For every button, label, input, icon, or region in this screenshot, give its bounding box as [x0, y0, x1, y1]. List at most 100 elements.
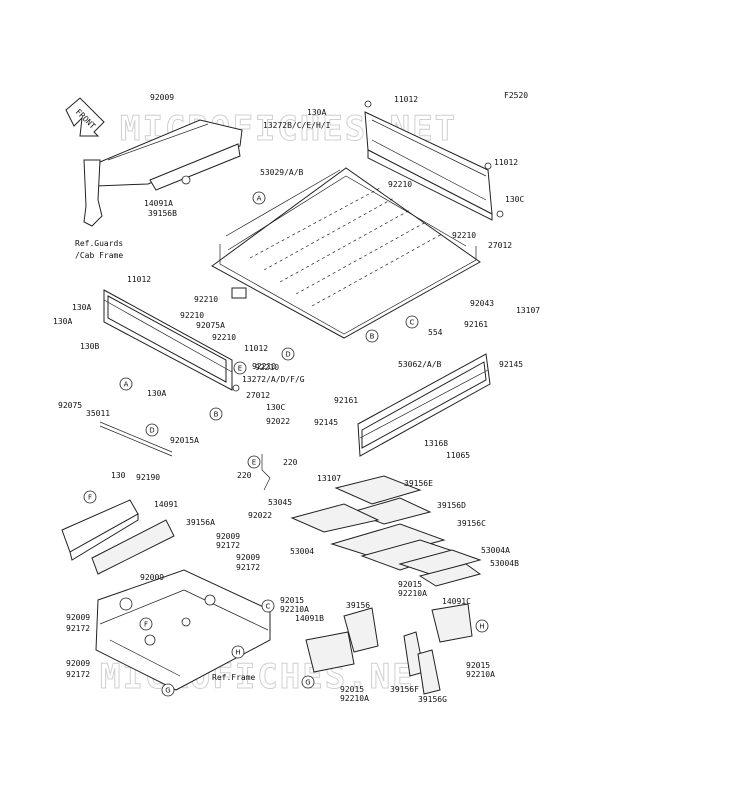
- callout-markers: A A B B C C D D E E F F G G H H: [83, 191, 489, 697]
- left-side-panel: [103, 289, 240, 392]
- part-label-68: 92009: [66, 613, 90, 622]
- svg-text:D: D: [285, 351, 290, 359]
- part-label-77: 92210A: [466, 670, 495, 679]
- svg-text:C: C: [410, 319, 415, 327]
- callout-b-2: B: [365, 329, 379, 343]
- cargo-bed: [211, 167, 481, 339]
- part-label-5: 13272B/C/E/H/I: [263, 121, 331, 130]
- part-label-69: 92172: [66, 624, 90, 633]
- part-label-74: 39156F: [390, 685, 419, 694]
- part-label-66: 14091C: [442, 597, 471, 606]
- part-label-2: 39156B: [148, 209, 177, 218]
- part-label-20: 11012: [244, 344, 268, 353]
- callout-c-4: C: [405, 315, 419, 329]
- svg-text:B: B: [370, 333, 375, 341]
- callout-d-7: D: [145, 423, 159, 437]
- part-label-8: 92210: [452, 231, 476, 240]
- svg-text:H: H: [235, 649, 240, 657]
- part-label-64: 92015: [398, 580, 422, 589]
- rear-gate: [364, 100, 504, 221]
- part-label-30: 130A: [147, 389, 166, 398]
- svg-text:B: B: [214, 411, 219, 419]
- callout-h-15: H: [231, 645, 245, 659]
- part-label-62: 92210A: [280, 605, 309, 614]
- part-label-63: 39156: [346, 601, 370, 610]
- callout-d-6: D: [281, 347, 295, 361]
- part-label-7: 130C: [505, 195, 524, 204]
- svg-text:E: E: [252, 459, 256, 467]
- part-label-39: 220: [283, 458, 298, 467]
- callout-c-5: C: [261, 599, 275, 613]
- part-label-21: 92210: [252, 362, 276, 371]
- part-labels: 9200914091A39156B11012130A13272B/C/E/H/I…: [53, 93, 540, 704]
- part-label-15: 130B: [80, 342, 99, 351]
- svg-text:E: E: [238, 365, 242, 373]
- bracket-14091c: [431, 603, 473, 643]
- part-label-48: 39156E: [404, 479, 433, 488]
- ref-frame-label: Ref.Frame: [212, 673, 256, 682]
- bed-frame: [95, 569, 271, 691]
- front-pad-39156a: [91, 519, 175, 575]
- part-label-70: 92009: [66, 659, 90, 668]
- part-label-38: 92022: [266, 417, 290, 426]
- svg-text:F: F: [88, 494, 92, 502]
- part-label-54: 14091: [154, 500, 178, 509]
- part-label-67: 14091B: [295, 614, 324, 623]
- callout-g-13: G: [161, 683, 175, 697]
- part-label-41: 53045: [268, 498, 292, 507]
- part-label-32: 130C: [266, 403, 285, 412]
- part-label-65: 92210A: [398, 589, 427, 598]
- part-label-76: 92015: [466, 661, 490, 670]
- right-side-panel: [357, 353, 491, 457]
- part-label-52: 53004A: [481, 546, 510, 555]
- callout-f-11: F: [139, 617, 153, 631]
- part-label-17: 92210: [180, 311, 204, 320]
- svg-text:F: F: [144, 621, 148, 629]
- callout-e-8: E: [233, 361, 247, 375]
- ref-guards-label: Ref.Guards: [75, 239, 123, 248]
- bracket-14091b: [305, 631, 355, 673]
- part-label-51: 53004: [290, 547, 314, 556]
- callout-a-0: A: [252, 191, 266, 205]
- part-label-13: 130A: [72, 303, 91, 312]
- part-label-25: 92161: [464, 320, 488, 329]
- part-label-36: 130: [111, 471, 126, 480]
- floor-mats: [290, 475, 482, 587]
- callout-h-14: H: [475, 619, 489, 633]
- svg-text:A: A: [257, 195, 262, 203]
- part-label-43: 92161: [334, 396, 358, 405]
- e-bracket: [261, 454, 271, 491]
- callout-f-10: F: [83, 490, 97, 504]
- part-label-59: 92172: [236, 563, 260, 572]
- pad-39156g: [417, 649, 441, 695]
- part-label-10: 53029/A/B: [260, 168, 304, 177]
- part-label-46: 13168: [424, 439, 448, 448]
- part-label-24: 13107: [516, 306, 540, 315]
- ref-cab-label: /Cab Frame: [75, 251, 123, 260]
- part-label-3: 11012: [394, 95, 418, 104]
- part-label-61: 92015: [280, 596, 304, 605]
- part-label-16: 92210: [194, 295, 218, 304]
- part-label-45: 13107: [317, 474, 341, 483]
- part-label-11: 92210: [388, 180, 412, 189]
- part-label-22: 92043: [470, 299, 494, 308]
- part-label-0: 92009: [150, 93, 174, 102]
- front-guard-rail: [83, 119, 243, 227]
- part-label-47: 11065: [446, 451, 470, 460]
- part-label-71: 92172: [66, 670, 90, 679]
- part-label-56: 92009: [216, 532, 240, 541]
- svg-text:G: G: [165, 687, 170, 695]
- callout-a-1: A: [119, 377, 133, 391]
- part-label-33: 92075: [58, 401, 82, 410]
- part-label-28: 92210: [255, 363, 279, 372]
- part-label-35: 92015A: [170, 436, 199, 445]
- svg-text:D: D: [149, 427, 154, 435]
- svg-text:G: G: [305, 679, 310, 687]
- callout-e-9: E: [247, 455, 261, 469]
- front-arrow-icon: [65, 97, 105, 137]
- svg-text:H: H: [479, 623, 484, 631]
- callout-b-3: B: [209, 407, 223, 421]
- part-label-40: 220: [237, 471, 252, 480]
- svg-text:C: C: [266, 603, 271, 611]
